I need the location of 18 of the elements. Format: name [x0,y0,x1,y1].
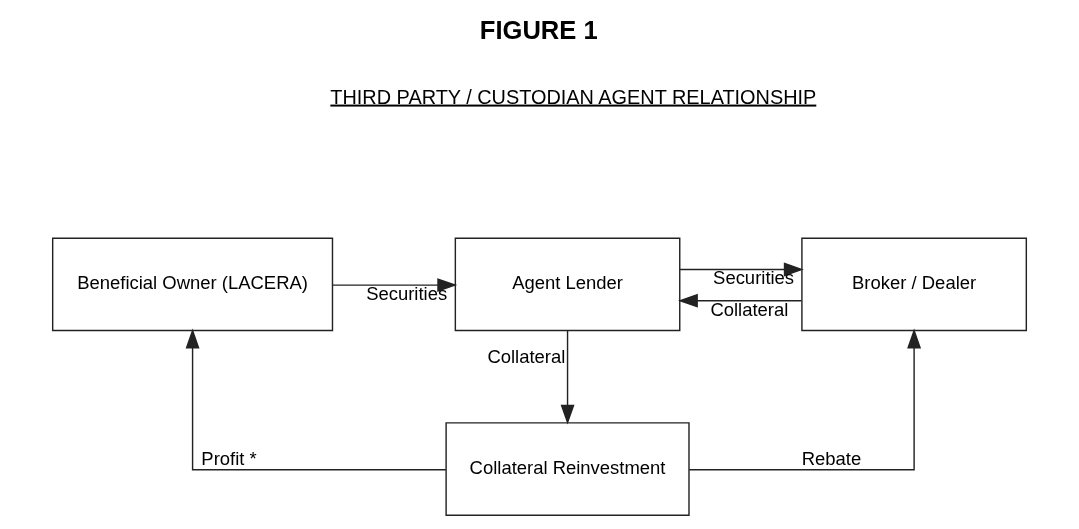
arrow [185,328,447,471]
arrow [688,328,922,471]
arrow [560,330,575,425]
label: THIRD PARTY / CUSTODIAN AGENT RELATIONSHIP [330,85,817,108]
edge-label: Securities [366,282,448,304]
node-box: Beneficial Owner (LACERA) [51,237,334,332]
edge-label: Profit * [201,447,257,469]
edge-label: Collateral [710,298,789,320]
edge-label: Securities [713,267,795,289]
diagram-title: FIGURE 1 [479,15,598,44]
arrow [677,293,803,308]
edge-label: Collateral [487,346,566,368]
node-box: Collateral Reinvestment [445,422,690,516]
arrow [332,278,458,293]
node-box: Broker / Dealer [801,237,1028,332]
edge-label: Rebate [801,447,862,469]
node-box: Agent Lender [454,237,681,332]
arrow [679,262,804,277]
